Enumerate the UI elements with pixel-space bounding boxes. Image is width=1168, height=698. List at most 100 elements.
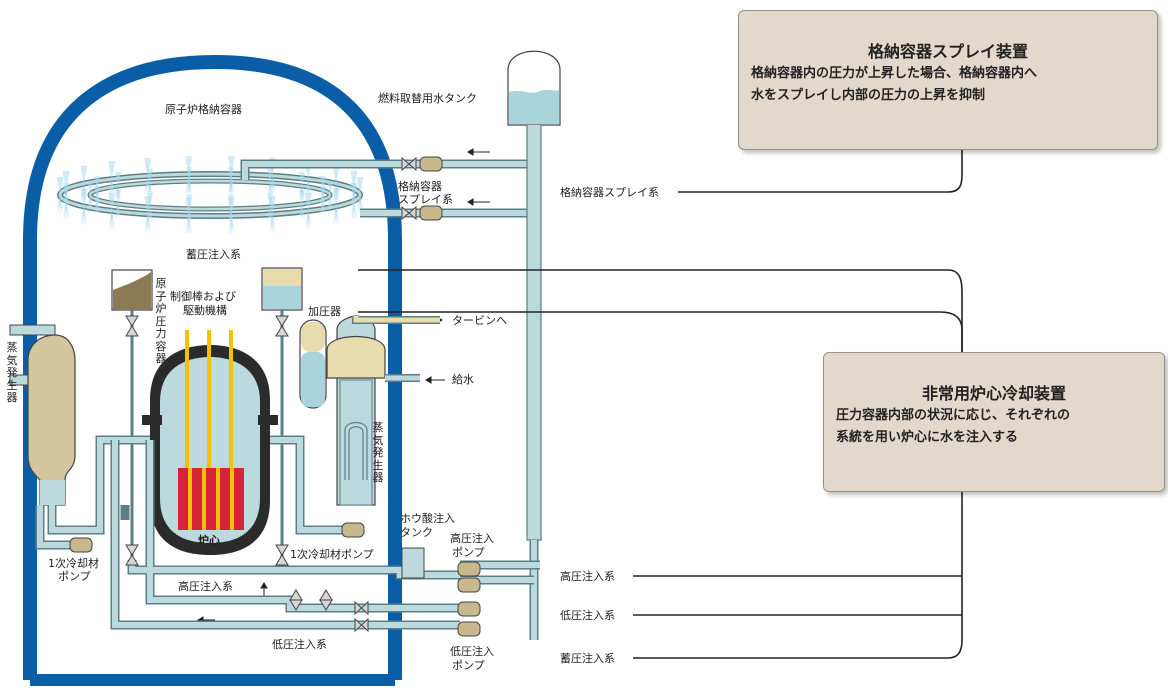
spray-droplet	[80, 183, 88, 202]
spray-droplet	[298, 186, 305, 201]
hp-pump-label-1: 高圧注入	[450, 532, 494, 545]
spray-droplet	[356, 177, 364, 195]
containment-label: 原子炉格納容器	[165, 103, 242, 116]
spray-droplet	[115, 172, 122, 187]
fuel-tank-label: 燃料取替用水タンク	[378, 92, 477, 105]
boric-label-2: タンク	[400, 526, 433, 539]
spray-droplet	[227, 194, 234, 209]
pressure-vessel-label: 原子炉圧力容器	[155, 277, 167, 365]
injection-valves	[125, 315, 369, 633]
spray-droplet	[108, 192, 116, 211]
eccs-desc-2: 系統を用い炉心に水を注入する	[836, 430, 1019, 445]
steam-generator-left	[9, 324, 76, 506]
spray-droplet	[94, 199, 101, 214]
spray-droplet	[186, 181, 193, 196]
boric-acid-tank	[401, 547, 425, 579]
spray-droplet	[87, 181, 93, 195]
spray-droplet	[80, 206, 88, 225]
eccs-desc-1: 圧力容器内部の状況に応じ、それぞれの	[836, 408, 1071, 423]
spray-system-title: 格納容器スプレイ装置	[867, 42, 1028, 61]
spray-droplet	[108, 161, 116, 180]
spray-droplet	[62, 200, 70, 219]
spray-droplet	[268, 214, 276, 233]
sg-left-label: 蒸気発生器	[6, 341, 18, 404]
rcp-left-label-2: ポンプ	[58, 570, 91, 583]
spray-droplet	[186, 167, 193, 182]
spray-droplet	[267, 182, 273, 197]
spray-system-desc-2: 水をスプレイし内部の圧力の上昇を抑制	[751, 88, 986, 103]
steam-generator-right	[326, 315, 386, 506]
spray-droplet	[319, 176, 326, 191]
control-rods	[185, 330, 233, 470]
rcp-right-label: 1次冷却材ポンプ	[290, 548, 374, 561]
flow-arrows	[197, 148, 490, 624]
spray-droplet	[94, 190, 101, 205]
spray-droplet	[267, 207, 273, 222]
core-fuel	[178, 468, 244, 530]
spray-droplet	[108, 210, 116, 229]
spray-droplet	[298, 203, 305, 218]
spray-droplet	[304, 210, 312, 229]
spray-droplet	[94, 176, 101, 191]
spray-droplet	[147, 168, 153, 183]
injection-pumps	[457, 561, 481, 637]
accumulator-label: 蓄圧注入系	[186, 248, 241, 261]
spray-droplet	[327, 195, 333, 209]
spray-droplet	[227, 208, 234, 223]
core-label: 炉心	[198, 534, 220, 547]
spray-droplet	[115, 186, 122, 201]
spray-droplet	[332, 183, 340, 202]
spray-droplet	[327, 181, 333, 195]
spray-droplet	[147, 182, 153, 197]
spray-droplet	[80, 165, 88, 184]
spray-droplet	[185, 156, 193, 175]
pressurizer-label: 加圧器	[308, 305, 341, 318]
hp-inner-label: 高圧注入系	[178, 580, 233, 593]
spray-droplet	[350, 189, 358, 208]
spray-droplet	[185, 215, 193, 234]
spray-label-1: 格納容器	[398, 180, 442, 193]
spray-droplet	[115, 203, 122, 218]
hp-pump-label-2: ポンプ	[452, 546, 485, 559]
eccs-title: 非常用炉心冷却装置	[921, 384, 1066, 403]
spray-droplet	[332, 206, 340, 225]
spray-droplet	[227, 215, 235, 234]
rcp-left-label-1: 1次冷却材	[48, 557, 99, 570]
spray-droplet	[144, 214, 152, 233]
spray-droplet	[332, 165, 340, 184]
boric-label-1: ホウ酸注入	[400, 512, 455, 525]
lp-inner-label: 低圧注入系	[272, 638, 327, 651]
spray-droplet	[350, 200, 358, 219]
feedwater-label: 給水	[452, 373, 474, 386]
fuel-tank	[507, 50, 561, 541]
accumulator-left	[111, 269, 153, 311]
spray-droplet	[304, 179, 312, 198]
sg-right-label: 蒸気発生器	[372, 421, 384, 484]
spray-droplet	[319, 199, 326, 214]
containment-vessel	[23, 54, 402, 680]
spray-droplet	[298, 172, 305, 187]
callout-high-pressure: 高圧注入系	[560, 570, 615, 583]
spray-droplet	[227, 156, 235, 175]
spray-system-desc-1: 格納容器内の圧力が上昇した場合、格納容器内へ	[751, 66, 1038, 81]
lp-pump-label-1: 低圧注入	[450, 645, 494, 658]
spray-droplet	[227, 181, 234, 196]
spray-droplet	[304, 192, 312, 211]
spray-droplet	[144, 157, 152, 176]
spray-label-2: スプレイ系	[398, 193, 453, 206]
spray-droplet	[350, 171, 358, 190]
spray-droplet	[108, 179, 116, 198]
callout-low-pressure: 低圧注入系	[560, 609, 615, 622]
spray-valves	[401, 156, 443, 221]
accumulator-right	[261, 267, 303, 311]
spray-droplet	[56, 177, 64, 195]
spray-ring	[57, 171, 363, 219]
spray-droplet	[319, 190, 326, 205]
spray-droplet	[147, 207, 153, 222]
spray-system-box: 格納容器スプレイ装置 格納容器内の圧力が上昇した場合、格納容器内へ 水をスプレイ…	[738, 10, 1158, 150]
spray-droplet	[227, 167, 234, 182]
eccs-box: 非常用炉心冷却装置 圧力容器内部の状況に応じ、それぞれの 系統を用い炉心に水を注…	[823, 352, 1165, 492]
lp-pump-label-2: ポンプ	[452, 659, 485, 672]
callout-accumulator: 蓄圧注入系	[560, 652, 615, 665]
control-rod-label-2: 駆動機構	[183, 304, 227, 317]
